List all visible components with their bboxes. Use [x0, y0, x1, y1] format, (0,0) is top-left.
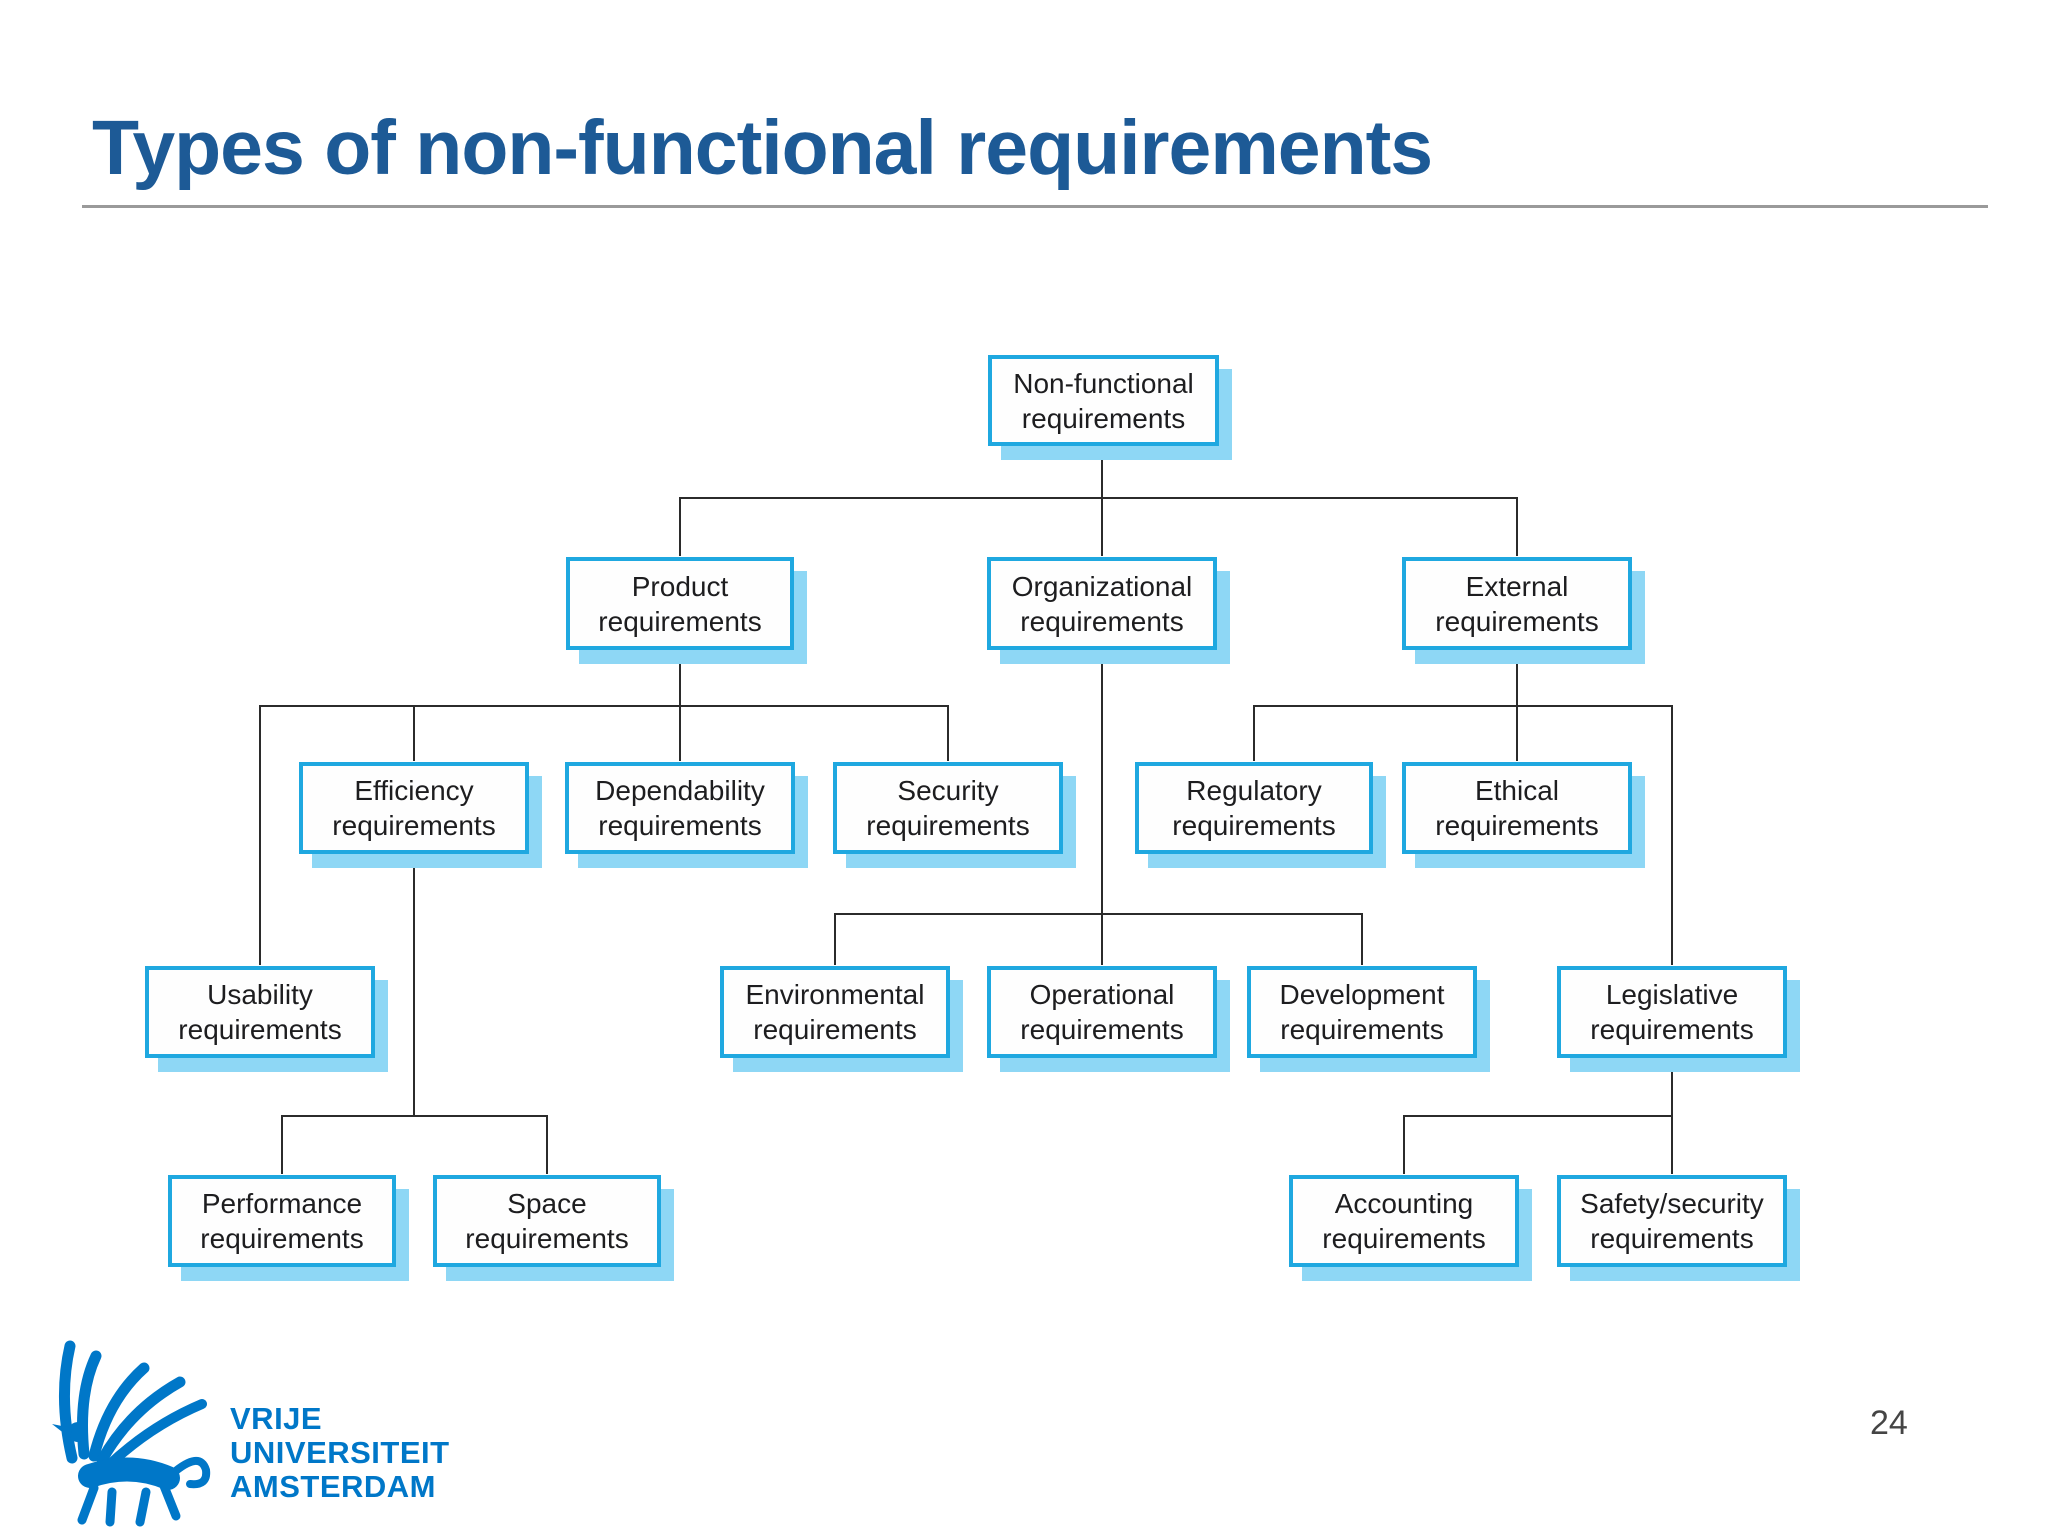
page-title: Types of non-functional requirements [92, 105, 1433, 191]
connector-line [1361, 913, 1363, 965]
connector-line [1671, 705, 1673, 965]
vu-wordmark-line2: UNIVERSITEIT [230, 1435, 450, 1470]
node-environmental: Environmental requirements [720, 966, 950, 1058]
node-space: Space requirements [433, 1175, 661, 1267]
connector-line [1101, 649, 1103, 965]
connector-line [413, 853, 415, 1115]
node-accounting: Accounting requirements [1289, 1175, 1519, 1267]
vu-griffin-icon [52, 1340, 211, 1527]
node-external: External requirements [1402, 557, 1632, 650]
connector-line [281, 1115, 546, 1117]
connector-line [413, 705, 415, 761]
vu-wordmark-line3: AMSTERDAM [230, 1469, 436, 1504]
node-efficiency: Efficiency requirements [299, 762, 529, 854]
connector-line [1516, 497, 1518, 556]
vu-amsterdam-logo: VRIJE UNIVERSITEIT AMSTERDAM [50, 1336, 530, 1536]
connector-line [1671, 1115, 1673, 1174]
connector-line [1403, 1115, 1671, 1117]
connector-line [834, 913, 836, 965]
node-security: Security requirements [833, 762, 1063, 854]
connector-line [259, 705, 947, 707]
connector-line [1403, 1115, 1405, 1174]
node-usability: Usability requirements [145, 966, 375, 1058]
node-performance: Performance requirements [168, 1175, 396, 1267]
connector-line [679, 497, 681, 556]
vu-wordmark: VRIJE UNIVERSITEIT AMSTERDAM [230, 1402, 450, 1504]
connector-line [947, 705, 949, 761]
node-operational: Operational requirements [987, 966, 1217, 1058]
node-ethical: Ethical requirements [1402, 762, 1632, 854]
connector-line [1253, 705, 1671, 707]
node-safety: Safety/security requirements [1557, 1175, 1787, 1267]
node-dependability: Dependability requirements [565, 762, 795, 854]
node-organizational: Organizational requirements [987, 557, 1217, 650]
node-development: Development requirements [1247, 966, 1477, 1058]
connector-line [1101, 445, 1103, 556]
node-nonfunctional: Non-functional requirements [988, 355, 1219, 446]
connector-line [546, 1115, 548, 1174]
vu-wordmark-line1: VRIJE [230, 1401, 323, 1436]
title-underline [82, 205, 1988, 208]
connector-line [679, 497, 1516, 499]
node-legislative: Legislative requirements [1557, 966, 1787, 1058]
page-number: 24 [1870, 1404, 1908, 1442]
node-product: Product requirements [566, 557, 794, 650]
connector-line [1253, 705, 1255, 761]
connector-line [259, 705, 261, 965]
connector-line [1671, 1057, 1673, 1115]
connector-line [281, 1115, 283, 1174]
node-regulatory: Regulatory requirements [1135, 762, 1373, 854]
connector-line [834, 913, 1361, 915]
